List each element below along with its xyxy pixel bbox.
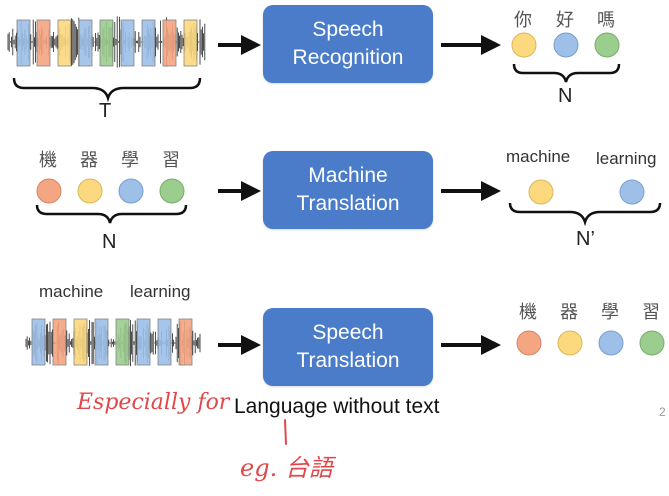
audio-frame [94, 318, 109, 366]
token-circle-green [594, 32, 620, 58]
audio-frames-row3 [31, 318, 193, 366]
audio-frame [73, 318, 88, 366]
token-circle-blue [619, 179, 645, 205]
token-circle-green [159, 178, 185, 204]
audio-frame [16, 19, 31, 67]
handwritten-example: eg. 台語 [240, 454, 333, 482]
audio-frame [162, 19, 177, 67]
output-length-label: N’ [576, 228, 595, 250]
audio-frame [115, 318, 130, 366]
output-length-label: N [558, 85, 573, 107]
box-line2: Recognition [292, 46, 404, 69]
speech-recognition-box: Speech Recognition [263, 5, 433, 83]
token-circle-orange [36, 178, 62, 204]
input-length-label: T [99, 100, 112, 122]
brace-input-row2 [35, 204, 188, 224]
token-circle-green [639, 330, 665, 356]
output-token: 習 [642, 302, 660, 322]
token-circle-yellow [528, 179, 554, 205]
input-token: machine [39, 282, 104, 301]
box-line1: Speech [312, 18, 384, 41]
input-token: 器 [80, 150, 98, 170]
brace-output-row2 [508, 202, 662, 227]
token-circle-yellow [511, 32, 537, 58]
input-token: learning [130, 282, 191, 301]
token-circle-yellow [557, 330, 583, 356]
box-line2: Translation [296, 349, 400, 372]
audio-frame [157, 318, 172, 366]
audio-frame [57, 19, 72, 67]
input-token: 習 [162, 150, 180, 170]
audio-waveform-row3 [25, 319, 201, 367]
output-token: machine [506, 147, 571, 166]
token-circle-blue [118, 178, 144, 204]
audio-frame [31, 318, 46, 366]
waveform-trace [25, 319, 201, 367]
input-token: 機 [39, 150, 57, 170]
token-circle-orange [516, 330, 542, 356]
box-line1: Speech [312, 321, 384, 344]
output-token: 器 [560, 302, 578, 322]
audio-frame [99, 19, 114, 67]
handwritten-stroke [284, 419, 287, 445]
page-number: 2 [659, 405, 666, 419]
audio-frame [178, 318, 193, 366]
speech-translation-box: Speech Translation [263, 308, 433, 386]
box-line1: Machine [308, 164, 388, 187]
box-line2: Translation [296, 192, 400, 215]
machine-translation-box: Machine Translation [263, 151, 433, 229]
output-token: 機 [519, 302, 537, 322]
output-token: 好 [556, 10, 574, 30]
input-length-label: N [102, 231, 117, 253]
audio-frame [52, 318, 67, 366]
output-token: learning [596, 149, 657, 168]
audio-frame [120, 19, 135, 67]
brace-input-row1 [12, 77, 202, 103]
brace-output-row1 [512, 63, 621, 83]
audio-frame [136, 318, 151, 366]
audio-frame [78, 19, 93, 67]
output-token: 嗎 [597, 10, 615, 30]
audio-frame [36, 19, 51, 67]
handwritten-especially-for: Especially for [77, 390, 230, 415]
output-token: 你 [514, 10, 532, 30]
audio-frames-row1 [16, 19, 198, 67]
audio-frame [183, 19, 198, 67]
token-circle-yellow [77, 178, 103, 204]
caption-language-without-text: Language without text [234, 395, 440, 418]
output-token: 學 [601, 302, 619, 322]
audio-frame [141, 19, 156, 67]
token-circle-blue [598, 330, 624, 356]
input-token: 學 [121, 150, 139, 170]
token-circle-blue [553, 32, 579, 58]
